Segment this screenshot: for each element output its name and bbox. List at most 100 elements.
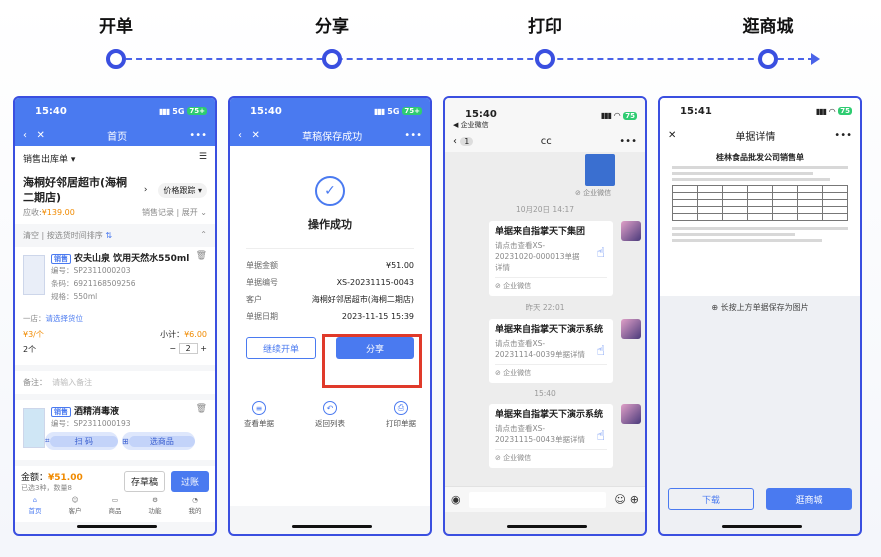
scan-button[interactable]: ⌗ 扫 码 <box>45 432 118 450</box>
wifi-icon: ◠ <box>829 106 836 116</box>
save-draft-button[interactable]: 存草稿 <box>123 470 165 492</box>
battery-icon: 75+ <box>402 107 422 115</box>
customer-name[interactable]: 海桐好邻居超市(海桐二期店) <box>23 176 128 204</box>
avatar[interactable] <box>621 319 641 339</box>
product-code: 编号：SP2311000203 <box>51 266 131 275</box>
total-value: ¥51.00 <box>48 472 83 483</box>
network-label: 5G <box>387 106 400 116</box>
phone-doc-detail-screen: 15:41 ▮▮▮◠75 ✕ 单据详情 ••• 桂林食品批发公司销售单 ⊕ 长按… <box>658 96 862 536</box>
sort-select[interactable]: 按选货时间排序 <box>46 231 103 240</box>
message-card[interactable]: 单据来自指掌天下演示系统 请点击查看XS-20231114-0039单据详情 ⊘… <box>489 319 613 383</box>
message-card[interactable]: 单据来自指掌天下集团 请点击查看XS-20231020-000013单据详情 ⊘… <box>489 221 613 296</box>
price-track-button[interactable]: 价格跟踪 ▾ <box>158 182 207 198</box>
flow-line <box>116 58 814 60</box>
flow-arrow-icon <box>811 53 820 65</box>
list-item[interactable]: 销售酒精消毒液 编号：SP2311000193 🗑 <box>15 400 215 460</box>
step-label-1: 开单 <box>99 17 133 37</box>
tab-functions[interactable]: ⚙功能 <box>148 496 162 515</box>
more-icon[interactable]: ••• <box>619 135 637 147</box>
remark-label: 备注： <box>23 378 47 387</box>
product-code: 编号：SP2311000193 <box>51 419 131 428</box>
expand-link[interactable]: 展开 <box>181 208 198 217</box>
check-icon: ✓ <box>315 176 345 206</box>
doc-preview-thumbnail[interactable] <box>585 154 615 186</box>
emoji-icon[interactable]: ☺ <box>614 493 626 506</box>
list-item[interactable]: 销售农夫山泉 饮用天然水550ml 编号：SP2311000203 条码：692… <box>15 247 215 365</box>
bottom-bar: 金额：¥51.00 已选3种，数量8 存草稿 过账 <box>15 466 215 496</box>
share-button[interactable]: 分享 <box>336 337 414 359</box>
tab-mine[interactable]: ◔我的 <box>188 496 202 515</box>
back-app-link[interactable]: ◀ 企业微信 <box>453 121 489 129</box>
continue-order-button[interactable]: 继续开单 <box>246 337 316 359</box>
total-label: 金额： <box>21 472 49 483</box>
return-icon: ↶ <box>323 401 337 415</box>
close-icon[interactable]: ✕ <box>668 129 677 141</box>
tab-customer[interactable]: ☺客户 <box>68 496 82 515</box>
status-time: 15:40 <box>250 105 282 117</box>
back-button[interactable]: ‹ 1 <box>453 136 474 147</box>
save-hint: ⊕ 长按上方单据保存为图片 <box>711 303 809 312</box>
checkout-button[interactable]: 过账 <box>170 470 209 492</box>
receivable-label: 应收: <box>23 208 42 217</box>
step-label-2: 分享 <box>315 17 349 37</box>
avatar[interactable] <box>621 404 641 424</box>
signal-icon: ▮▮▮ <box>815 106 827 116</box>
tab-goods[interactable]: ▭商品 <box>108 496 122 515</box>
doc-company-title: 桂林食品批发公司销售单 <box>716 153 804 162</box>
collapse-icon[interactable]: ⌃ <box>200 230 207 239</box>
tab-bar: ⌂首页 ☺客户 ▭商品 ⚙功能 ◔我的 <box>15 496 215 522</box>
battery-icon: 75 <box>623 111 637 120</box>
more-icon[interactable]: ••• <box>404 129 422 141</box>
header: 15:40 ▮▮▮◠75 ◀ 企业微信 ‹ 1 cc ••• <box>445 98 645 152</box>
document-image[interactable]: 桂林食品批发公司销售单 <box>660 146 860 296</box>
step-dot-3 <box>535 49 555 69</box>
page-title: 草稿保存成功 <box>302 131 363 143</box>
page-title: 首页 <box>107 131 128 143</box>
info-row: 单据金额¥51.00 <box>246 261 414 270</box>
plus-icon[interactable]: ⊕ <box>629 493 639 506</box>
more-icon[interactable]: ••• <box>189 129 207 141</box>
battery-icon: 75+ <box>187 107 207 115</box>
status-time: 15:40 <box>35 105 67 117</box>
back-icon[interactable]: ‹ ✕ <box>23 129 45 141</box>
signal-icon: ▮▮▮ <box>600 111 612 120</box>
step-label-4: 逛商城 <box>742 17 794 37</box>
mall-button[interactable]: 逛商城 <box>766 488 852 510</box>
box-icon: ▭ <box>111 496 119 504</box>
message-card[interactable]: 单据来自指掌天下演示系统 请点击查看XS-20231115-0043单据详情 ⊘… <box>489 404 613 468</box>
sales-record-link[interactable]: 销售记录 <box>141 208 174 217</box>
download-button[interactable]: 下载 <box>668 488 754 510</box>
view-doc-button[interactable]: ≡查看单据 <box>244 401 274 429</box>
chat-input[interactable] <box>468 491 607 508</box>
doc-type-select[interactable]: 销售出库单 ▾ <box>23 155 76 165</box>
clear-button[interactable]: 清空 <box>23 231 39 240</box>
print-doc-button[interactable]: ⎙打印单据 <box>386 401 416 428</box>
back-icon[interactable]: ‹ ✕ <box>238 129 260 141</box>
select-goods-button[interactable]: ⊞ 选商品 <box>122 432 195 450</box>
delete-icon[interactable]: 🗑 <box>195 404 207 414</box>
quantity-stepper[interactable]: − 2 + <box>169 343 207 354</box>
select-location-link[interactable]: 请选择货位 <box>45 314 84 323</box>
product-name: 酒精消毒液 <box>74 407 120 417</box>
remark-input[interactable]: 请输入备注 <box>52 378 93 387</box>
person-icon: ☺ <box>71 496 79 504</box>
avatar[interactable] <box>621 221 641 241</box>
step-dot-2 <box>322 49 342 69</box>
document-icon: ≡ <box>252 401 266 415</box>
home-indicator <box>292 525 372 528</box>
delete-icon[interactable]: 🗑 <box>195 251 207 261</box>
home-indicator <box>722 525 802 528</box>
company-wx-label: ⊘ 企业微信 <box>575 189 612 197</box>
more-icon[interactable]: ••• <box>834 129 852 141</box>
network-label: 5G <box>172 106 185 116</box>
step-dot-1 <box>106 49 126 69</box>
tab-home[interactable]: ⌂首页 <box>28 496 42 515</box>
back-to-list-button[interactable]: ↶返回列表 <box>315 401 345 429</box>
voice-icon[interactable]: ◉ <box>451 493 461 506</box>
menu-icon[interactable]: ☰ <box>198 152 207 162</box>
